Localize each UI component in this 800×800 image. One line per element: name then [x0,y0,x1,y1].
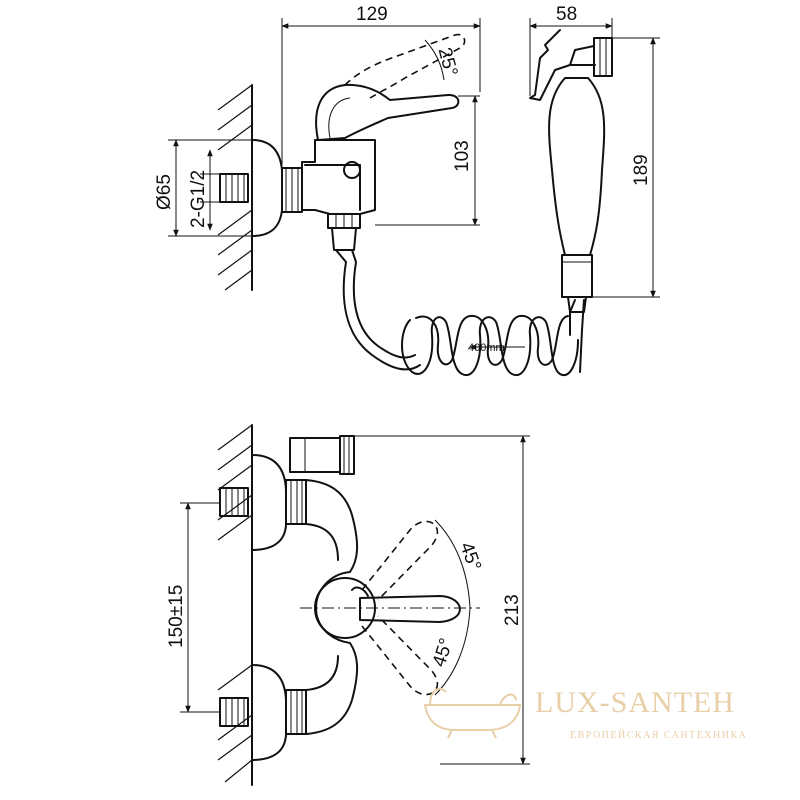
dimension-diameter: Ø65 2-G1/2 [154,139,252,237]
dimension-spacing: 150±15 [166,502,220,713]
side-view: 25° 129 103 Ø65 2-G1/2 [154,4,660,377]
top-width-label: 129 [356,4,388,25]
sprayer-width-label: 58 [556,4,577,25]
thread-label: 2-G1/2 [188,170,209,228]
bathtub-logo [423,687,522,739]
lower-flange-front [219,664,307,761]
brand-name: LUX-SANTEH [535,686,735,719]
wall-front [217,424,253,786]
watermark: LUX-SANTEH ЕВРОПЕЙСКАЯ САНТЕХНИКА [423,686,747,741]
dimension-129: 129 [281,4,481,165]
sprayer-height-label: 189 [631,154,652,186]
hose: 400mm [335,249,585,377]
lever-side: 25° [315,33,466,141]
dimension-103: 103 [375,95,480,226]
spacing-label: 150±15 [166,585,187,648]
dimension-58: 58 [529,4,613,96]
upper-flange-front [219,454,307,551]
angle-up-label: 45° [455,540,485,574]
top-height-label: 103 [452,140,473,172]
hand-sprayer [529,29,613,313]
wall-flange-top [251,139,303,237]
wall-top [217,84,253,291]
angle-down-label: 45° [429,636,458,670]
brand-tagline: ЕВРОПЕЙСКАЯ САНТЕХНИКА [570,729,747,741]
dimension-189: 189 [592,37,660,298]
dimension-213: 213 [354,435,530,765]
diameter-label: Ø65 [154,174,175,210]
hose-length-label: 400mm [468,342,505,354]
mixer-body-side [301,139,376,251]
front-height-label: 213 [502,594,523,626]
inlet-thread-top [219,173,249,203]
